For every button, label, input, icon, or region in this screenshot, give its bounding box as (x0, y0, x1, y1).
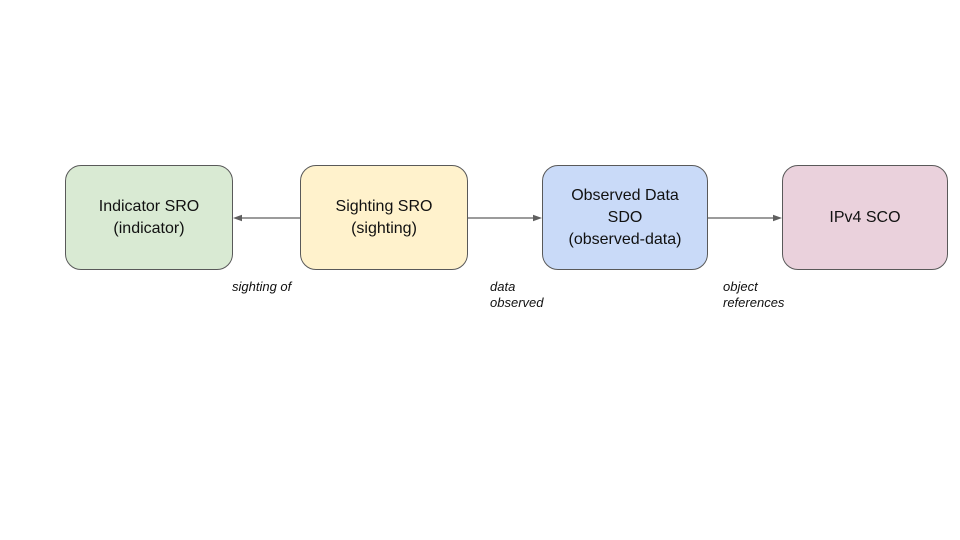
node-indicator-sro: Indicator SRO (indicator) (65, 165, 233, 270)
node-label-line: (observed-data) (568, 230, 682, 248)
arrow-sighting-of-icon (233, 214, 300, 222)
edge-label-line: observed (490, 295, 544, 310)
node-ipv4-sco: IPv4 SCO (782, 165, 948, 270)
node-label-line: Indicator SRO (98, 197, 200, 215)
edge-label-line: object (723, 279, 758, 294)
node-label-line: (indicator) (113, 219, 185, 237)
node-label-line: SDO (607, 208, 643, 226)
edge-label-line: data (490, 279, 516, 294)
node-label-line: Observed Data (571, 186, 679, 204)
node-observed-data-sdo: Observed Data SDO (observed-data) (542, 165, 708, 270)
edge-label-sighting-of: sighting of (232, 279, 291, 295)
arrow-object-references-icon (708, 214, 782, 222)
edge-label-data-observed: data observed (490, 279, 543, 311)
node-label-line: Sighting SRO (335, 197, 433, 215)
edge-label-line: sighting of (232, 279, 292, 294)
node-sighting-sro: Sighting SRO (sighting) (300, 165, 468, 270)
node-label-line: IPv4 SCO (829, 208, 901, 226)
edge-label-object-references: object references (723, 279, 784, 311)
edge-label-line: references (723, 295, 785, 310)
node-label-line: (sighting) (351, 219, 417, 237)
arrow-data-observed-icon (468, 214, 542, 222)
